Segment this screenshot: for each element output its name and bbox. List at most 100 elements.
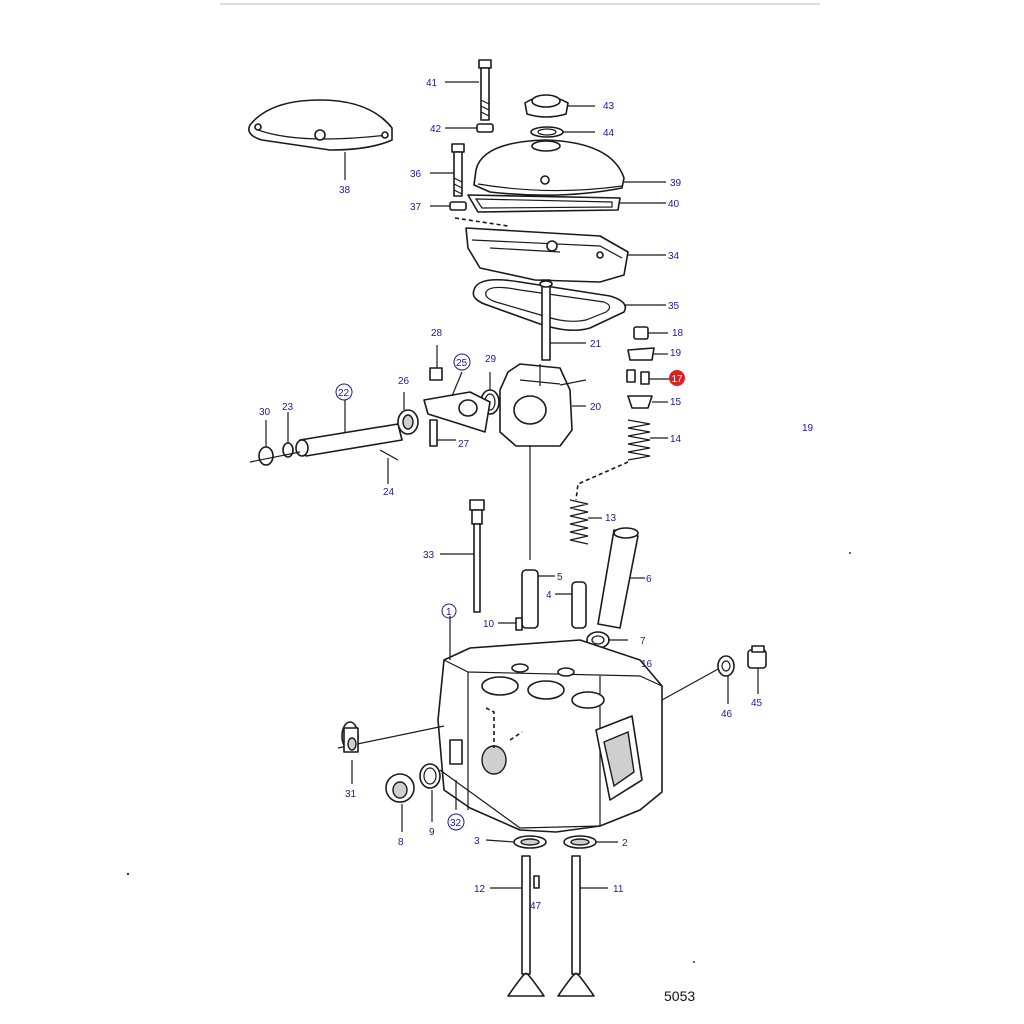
label-31: 31 bbox=[345, 789, 357, 800]
label-10: 10 bbox=[483, 619, 495, 630]
highlight-part-17[interactable]: 17 bbox=[669, 370, 685, 386]
part-34-housing[interactable] bbox=[454, 217, 666, 283]
label-27: 27 bbox=[458, 439, 470, 450]
part-1-cylinder-head[interactable] bbox=[437, 616, 663, 833]
part-39-valve-cover[interactable] bbox=[473, 139, 666, 196]
label-38: 38 bbox=[339, 185, 351, 196]
label-1: 1 bbox=[446, 607, 452, 618]
label-24: 24 bbox=[383, 487, 395, 498]
part-22-rocker-shaft[interactable] bbox=[295, 400, 403, 457]
label-19b: 19 bbox=[802, 423, 814, 434]
part-30-circlip[interactable] bbox=[249, 420, 301, 466]
part-47-pin[interactable] bbox=[533, 875, 540, 889]
part-44-seal[interactable] bbox=[530, 126, 595, 138]
part-36-bolt[interactable] bbox=[430, 143, 465, 197]
part-21-pin[interactable] bbox=[539, 279, 586, 361]
part-32-gasket[interactable] bbox=[439, 769, 601, 829]
speck bbox=[849, 552, 851, 554]
part-40-gasket[interactable] bbox=[467, 194, 666, 213]
part-23-washer[interactable] bbox=[282, 412, 294, 458]
label-47: 47 bbox=[530, 901, 542, 912]
part-43-filler-cap[interactable] bbox=[524, 94, 595, 118]
part-15-valve-rotator[interactable] bbox=[627, 395, 668, 409]
part-35-gasket[interactable] bbox=[472, 279, 666, 332]
part-37-washer[interactable] bbox=[430, 201, 467, 211]
label-46: 46 bbox=[721, 709, 733, 720]
part-38-cover-plate[interactable] bbox=[248, 99, 393, 180]
label-34: 34 bbox=[668, 251, 680, 262]
label-3: 3 bbox=[474, 836, 480, 847]
label-26: 26 bbox=[398, 376, 410, 387]
label-30: 30 bbox=[259, 407, 271, 418]
part-31-plug[interactable] bbox=[341, 721, 359, 784]
label-21: 21 bbox=[590, 339, 602, 350]
part-24-pin[interactable] bbox=[379, 449, 399, 484]
label-circle-1 bbox=[441, 603, 457, 619]
label-circle-22 bbox=[335, 383, 353, 401]
label-13: 13 bbox=[605, 513, 617, 524]
label-15: 15 bbox=[670, 397, 682, 408]
label-42: 42 bbox=[430, 124, 442, 135]
part-6-injector-sleeve[interactable] bbox=[597, 527, 645, 629]
label-44: 44 bbox=[603, 128, 615, 139]
label-6: 6 bbox=[646, 574, 652, 585]
part-41-bolt[interactable] bbox=[445, 59, 492, 121]
part-5-valve-guide[interactable] bbox=[521, 569, 555, 629]
part-28-nut[interactable] bbox=[429, 345, 443, 381]
part-11-exhaust-valve[interactable] bbox=[557, 855, 608, 997]
label-18: 18 bbox=[672, 328, 684, 339]
part-10-pin[interactable] bbox=[498, 617, 523, 631]
part-3-valve-seat-ring[interactable] bbox=[485, 835, 547, 849]
part-4-valve-guide[interactable] bbox=[555, 581, 587, 629]
label-4: 4 bbox=[546, 590, 552, 601]
label-29: 29 bbox=[485, 354, 497, 365]
label-7: 7 bbox=[640, 636, 646, 647]
drawing-number: 5053 bbox=[664, 988, 695, 1004]
part-13-spring[interactable] bbox=[569, 499, 602, 545]
part-labels: 41 42 43 44 38 36 39 37 40 34 35 18 28 2… bbox=[259, 78, 814, 912]
label-45: 45 bbox=[751, 698, 763, 709]
part-42-washer[interactable] bbox=[445, 123, 494, 133]
label-40: 40 bbox=[668, 199, 680, 210]
label-39: 39 bbox=[670, 178, 682, 189]
part-20-rocker-bracket[interactable] bbox=[499, 363, 587, 560]
part-8-plug[interactable] bbox=[385, 773, 415, 832]
part-25-rocker-arm[interactable] bbox=[423, 371, 491, 433]
label-35: 35 bbox=[668, 301, 680, 312]
part-2-valve-seat-ring[interactable] bbox=[563, 835, 618, 849]
speck bbox=[693, 961, 695, 963]
speck bbox=[126, 872, 130, 876]
label-28: 28 bbox=[431, 328, 443, 339]
label-circle-25 bbox=[453, 353, 471, 371]
label-36: 36 bbox=[410, 169, 422, 180]
label-circle-32 bbox=[447, 813, 465, 831]
part-17-valve-collet[interactable] bbox=[626, 369, 670, 385]
part-26-bushing[interactable] bbox=[397, 392, 419, 435]
label-2: 2 bbox=[622, 838, 628, 849]
label-9: 9 bbox=[429, 827, 435, 838]
part-9-seal-ring[interactable] bbox=[419, 763, 441, 822]
part-27-screw[interactable] bbox=[429, 419, 456, 447]
part-33-stud[interactable] bbox=[440, 499, 485, 613]
label-22: 22 bbox=[338, 388, 350, 399]
part-18-cap[interactable] bbox=[633, 326, 668, 340]
label-32: 32 bbox=[450, 818, 462, 829]
part-46-seal-washer[interactable] bbox=[717, 655, 735, 704]
part-19-spring-retainer[interactable] bbox=[627, 347, 668, 361]
label-33: 33 bbox=[423, 550, 435, 561]
label-17: 17 bbox=[671, 374, 683, 385]
label-19: 19 bbox=[670, 348, 682, 359]
part-14-valve-spring[interactable] bbox=[627, 419, 668, 461]
assembly-dashed-line-right bbox=[575, 461, 629, 501]
part-45-plug[interactable] bbox=[747, 645, 767, 694]
label-8: 8 bbox=[398, 837, 404, 848]
part-12-inlet-valve[interactable] bbox=[490, 855, 545, 997]
label-37: 37 bbox=[410, 202, 422, 213]
label-16: 16 bbox=[641, 659, 653, 670]
label-12: 12 bbox=[474, 884, 486, 895]
label-23: 23 bbox=[282, 402, 294, 413]
leader-45-46 bbox=[661, 667, 721, 701]
label-11: 11 bbox=[613, 884, 624, 895]
label-5: 5 bbox=[557, 572, 563, 583]
